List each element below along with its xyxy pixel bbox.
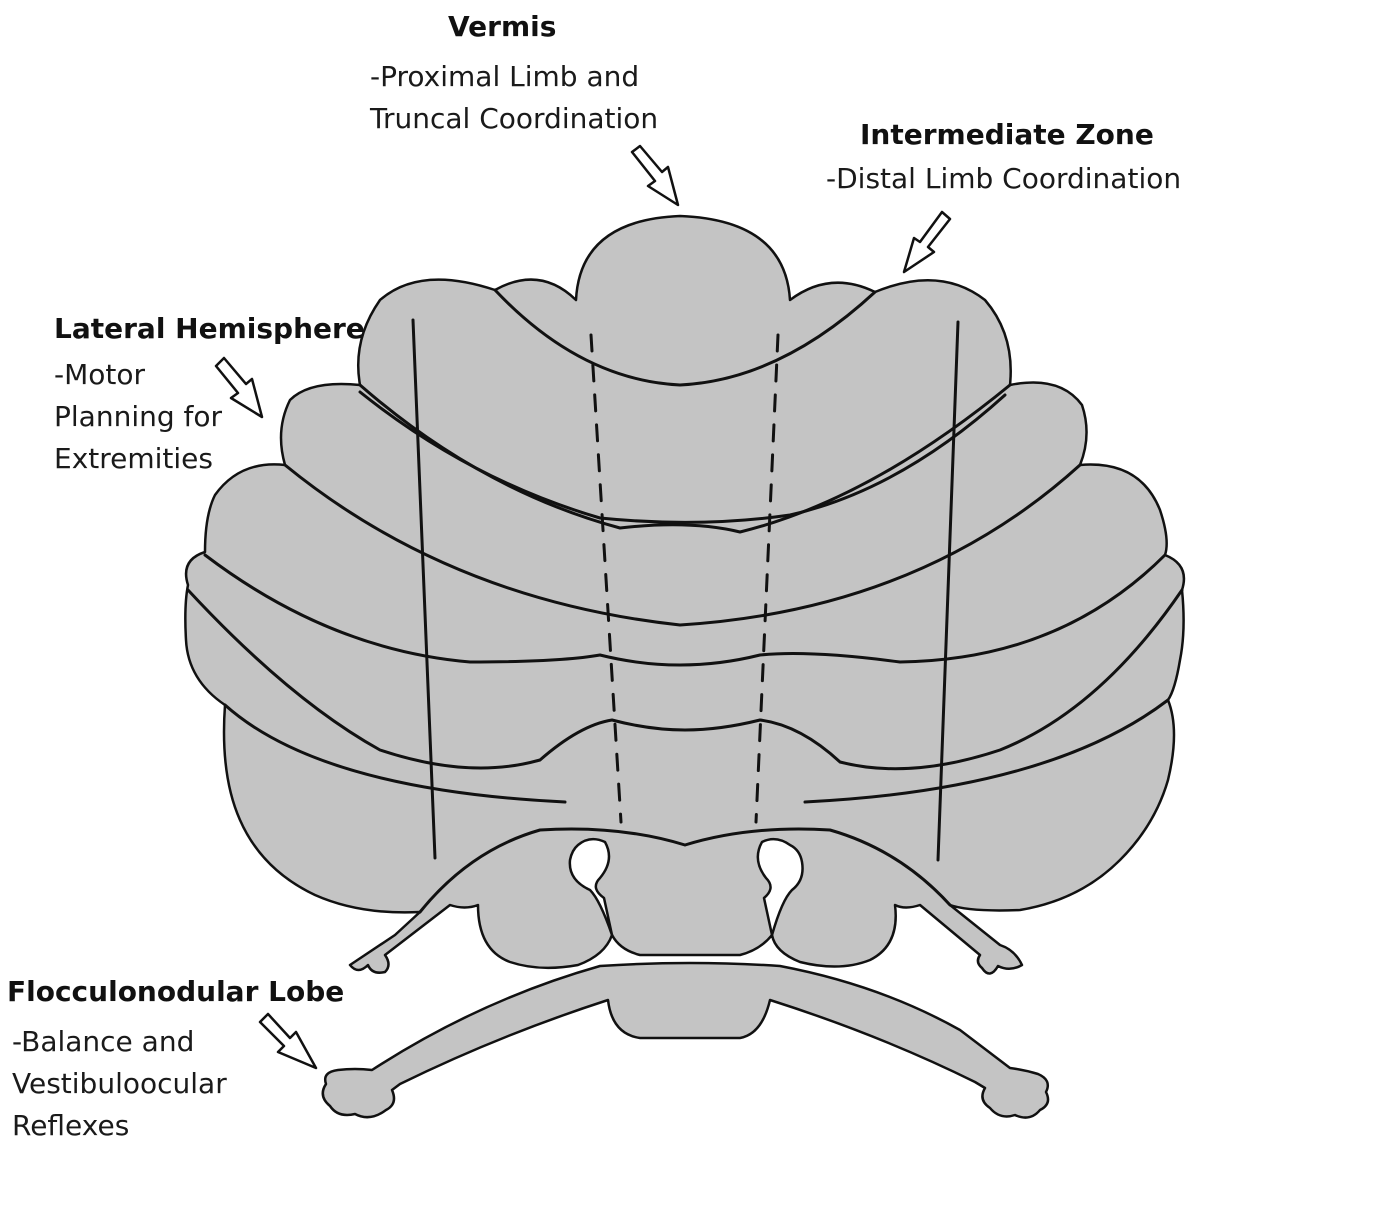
fissure-horizontal-2 [203,553,1167,667]
fissure-horizontal-4 [223,703,567,804]
vermis-description: -Proximal Limb and Truncal Coordination [370,60,659,135]
tonsil-notch-left [568,837,614,937]
lateral-boundary-left [411,318,437,860]
vermis-arrow-icon [630,144,680,207]
lateral-hemisphere-label: Lateral Hemisphere -Motor Planning for E… [54,312,365,480]
lateral-boundary-right [936,320,960,862]
vermis-boundary-right [754,333,780,824]
flocculonodular-arrow-icon [258,1012,318,1070]
vermis-boundary-left [589,333,623,824]
intermediate-zone-label: Intermediate Zone -Distal Limb Coordinat… [826,118,1181,200]
intermediate-zone-description: -Distal Limb Coordination [826,162,1182,195]
cerebellum-body [184,214,1186,975]
intermediate-zone-arrow-icon [902,210,952,274]
flocculonodular-lobe-description: -Balance and Vestibuloocular Reflexes [12,1025,227,1142]
fissure-posterolateral [418,827,952,914]
lateral-hemisphere-arrow-icon [214,356,264,419]
lateral-hemisphere-description: -Motor Planning for Extremities [54,358,223,475]
tonsil-notch-right [756,837,804,937]
fissure-anterior-vermis [493,288,877,387]
vermis-title: Vermis [448,10,557,43]
vermis-label: Vermis -Proximal Limb and Truncal Coordi… [370,10,670,140]
flocculonodular-lobe-title: Flocculonodular Lobe [7,975,345,1008]
intermediate-zone-title: Intermediate Zone [860,118,1154,151]
lateral-hemisphere-title: Lateral Hemisphere [54,312,365,345]
fissure-horizontal-3 [186,588,1184,771]
fissure-horizontal-5 [803,698,1170,804]
fissure-primary-lower [358,390,1007,524]
flocculonodular-lobe [321,961,1050,1119]
flocculonodular-lobe-label: Flocculonodular Lobe -Balance and Vestib… [7,975,344,1147]
fissure-horizontal-1 [283,463,1082,627]
